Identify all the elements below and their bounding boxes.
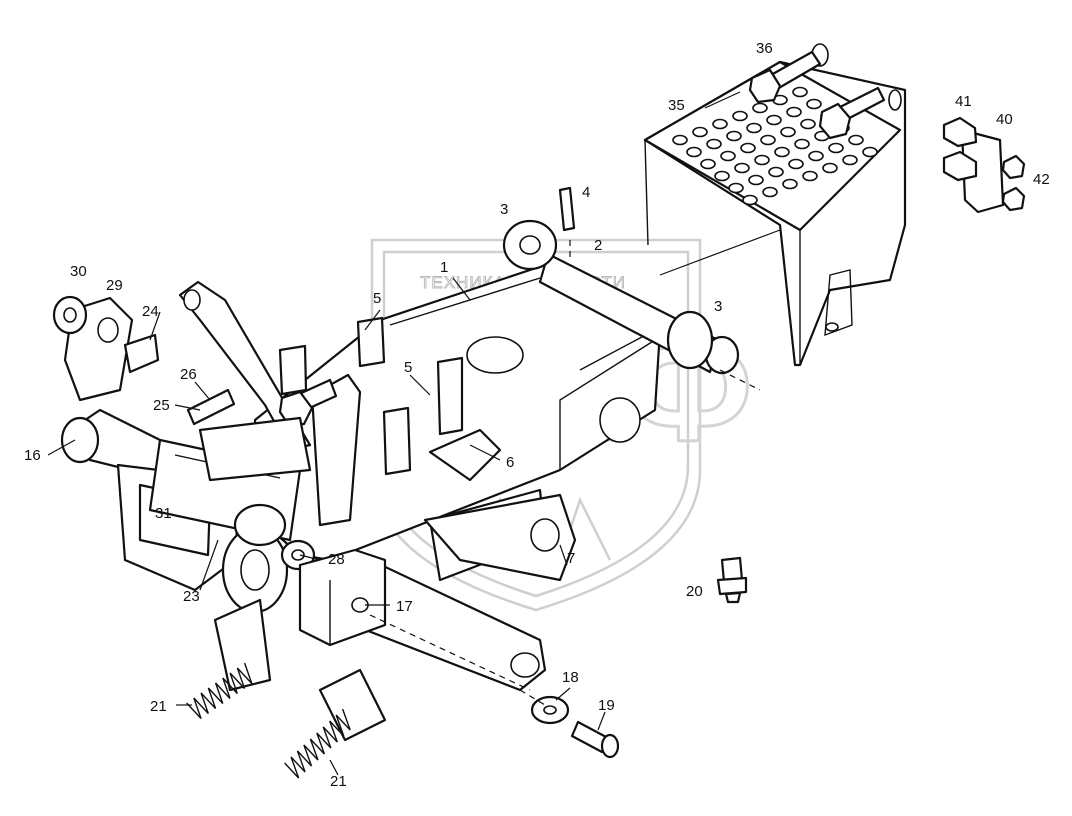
guard-hole [714, 170, 730, 182]
callout-2: 2 [594, 237, 602, 254]
bolt-25-26 [186, 378, 338, 426]
callout-21-left: 21 [150, 698, 167, 715]
shaft-housing-31 [60, 408, 312, 592]
callout-29: 29 [106, 277, 123, 294]
guard-hole [788, 158, 804, 170]
guard-hole [746, 122, 762, 134]
bracket-40-assembly [942, 116, 1026, 214]
callout-7: 7 [567, 550, 575, 567]
guard-hole [700, 158, 716, 170]
guard-hole [862, 146, 878, 158]
callout-23: 23 [183, 588, 200, 605]
pin-2 [502, 186, 761, 391]
callout-18: 18 [562, 669, 579, 686]
guard-hole [752, 102, 768, 114]
springs-21 [186, 662, 351, 779]
callout-41: 41 [955, 93, 972, 110]
bolt-36 [748, 50, 886, 140]
guard-hole [720, 150, 736, 162]
callout-25: 25 [153, 397, 170, 414]
guard-hole [692, 126, 708, 138]
grease-nipple-20 [716, 556, 748, 604]
guard-hole [766, 114, 782, 126]
guard-hole [808, 150, 824, 162]
clevis-29 [52, 295, 160, 402]
callout-6: 6 [506, 454, 514, 471]
guard-hole [792, 86, 808, 98]
eye-23 [221, 503, 316, 614]
guard-hole [686, 146, 702, 158]
callout-16: 16 [24, 447, 41, 464]
guard-hole [782, 178, 798, 190]
callout-21-bottom: 21 [330, 773, 347, 790]
callout-19: 19 [598, 697, 615, 714]
callout-1: 1 [440, 259, 448, 276]
guard-hole [800, 118, 816, 130]
callout-31: 31 [155, 505, 172, 522]
guard-hole [768, 166, 784, 178]
guard-hole [734, 162, 750, 174]
guard-hole [740, 142, 756, 154]
guard-hole [794, 138, 810, 150]
leader-lines [47, 91, 781, 776]
guard-hole [706, 138, 722, 150]
callout-40: 40 [996, 111, 1013, 128]
callout-labels: 36 35 41 40 42 4 3 2 1 30 29 5 3 24 5 26… [24, 40, 1050, 790]
guard-hole [762, 186, 778, 198]
lever-arm [178, 280, 362, 527]
guard-hole [728, 182, 744, 194]
callout-42: 42 [1033, 171, 1050, 188]
guard-hole [806, 98, 822, 110]
guard-hole [672, 134, 688, 146]
perforated-guard-35 [643, 43, 907, 367]
spring-coil [284, 708, 351, 779]
guard-hole [726, 130, 742, 142]
guard-hole [742, 194, 758, 206]
guard-hole [848, 134, 864, 146]
guard-hole [822, 162, 838, 174]
callout-20: 20 [686, 583, 703, 600]
callout-3-right: 3 [714, 298, 722, 315]
guard-hole [754, 154, 770, 166]
callout-36: 36 [756, 40, 773, 57]
callout-35: 35 [668, 97, 685, 114]
guard-hole [748, 174, 764, 186]
guard-holes [672, 86, 878, 206]
callout-3-top: 3 [500, 201, 508, 218]
guard-hole [780, 126, 796, 138]
guard-hole [712, 118, 728, 130]
callout-26: 26 [180, 366, 197, 383]
guard-hole [732, 110, 748, 122]
callout-24: 24 [142, 303, 159, 320]
callout-30: 30 [70, 263, 87, 280]
guard-hole [786, 106, 802, 118]
bolts-5 [278, 316, 502, 482]
callout-17: 17 [396, 598, 413, 615]
guard-hole [760, 134, 776, 146]
callout-5-top: 5 [373, 290, 381, 307]
guard-hole [774, 146, 790, 158]
guard-hole [842, 154, 858, 166]
callout-5-mid: 5 [404, 359, 412, 376]
callout-28: 28 [328, 551, 345, 568]
block-17-levers [213, 493, 577, 742]
spring-coil [186, 662, 253, 719]
guard-hole [802, 170, 818, 182]
guard-hole [828, 142, 844, 154]
callout-4: 4 [582, 184, 590, 201]
washer-screw-18-19 [519, 689, 620, 759]
